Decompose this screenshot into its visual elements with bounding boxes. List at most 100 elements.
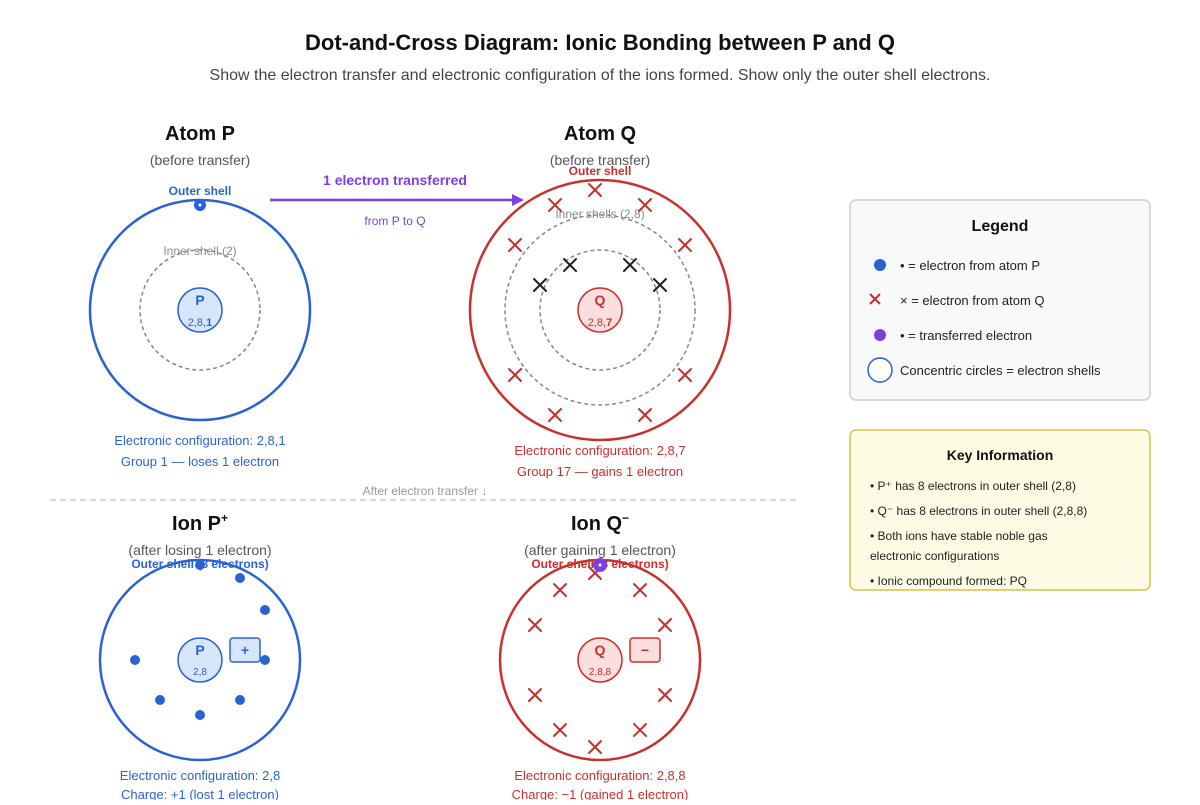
- atom-q-config-text: Electronic configuration: 2,8,7: [514, 443, 685, 458]
- outer-electron-cross: [588, 183, 602, 197]
- outer-electron-cross: [633, 723, 647, 737]
- ion-q-outer-electrons: [528, 566, 672, 754]
- atom-p-nucleus-config: 2,8,1: [188, 317, 212, 329]
- atom-q-middle-shell: [504, 214, 696, 406]
- key-info-line: • Ionic compound formed: PQ: [870, 574, 1027, 588]
- atom-p-diagram: Atom P (before transfer) Outer shell Inn…: [88, 123, 312, 469]
- atom-q-diagram: Atom Q (before transfer) Outer shell Inn…: [468, 123, 732, 479]
- ion-p-nucleus: [177, 637, 223, 683]
- legend-box: Legend • = electron from atom P × = elec…: [849, 199, 1151, 401]
- atom-q-inner-shell: [539, 249, 661, 371]
- ion-p-charge-box: [229, 637, 261, 663]
- ion-q-title: Ion Q−: [571, 511, 629, 535]
- inner-electron-cross: [563, 258, 577, 272]
- ion-q-config-text: Electronic configuration: 2,8,8: [514, 768, 685, 783]
- ion-p-diagram: Ion P+ (after losing 1 electron) Outer s…: [98, 511, 302, 802]
- red-cross-icon: [869, 293, 881, 305]
- outer-electron-cross: [548, 408, 562, 422]
- outer-electron-cross: [528, 688, 542, 702]
- atom-p-inner-label: Inner shell (2): [163, 244, 236, 258]
- ion-p-charge-text: Charge: +1 (lost 1 electron): [121, 787, 279, 800]
- atom-q-inner-electrons: [533, 258, 667, 292]
- ion-q-transferred-electron: [593, 558, 607, 572]
- atom-q-title: Atom Q: [564, 123, 636, 145]
- outer-electron-cross: [528, 618, 542, 632]
- page-title: Dot-and-Cross Diagram: Ionic Bonding bet…: [305, 30, 895, 55]
- atom-q-group-text: Group 17 — gains 1 electron: [517, 464, 683, 479]
- atom-p-outer-electron: [194, 199, 206, 211]
- ion-p-title: Ion P+: [172, 511, 228, 535]
- divider-label: After electron transfer ↓: [363, 484, 488, 498]
- ion-p-nucleus-symbol: P: [195, 642, 204, 658]
- purple-dot-icon: [874, 329, 886, 341]
- atom-q-outer-electrons: [508, 183, 692, 422]
- outer-electron-dot: [235, 695, 245, 705]
- atom-q-inner-label: Inner shells (2,8): [555, 207, 644, 221]
- outer-electron-cross: [508, 238, 522, 252]
- outer-electron-cross: [588, 740, 602, 754]
- ion-q-diagram: Ion Q− (after gaining 1 electron) Outer …: [498, 511, 702, 802]
- atom-p-outer-label: Outer shell: [169, 184, 232, 198]
- legend-item-label: • = transferred electron: [900, 328, 1032, 343]
- atom-q-nucleus-symbol: Q: [595, 292, 606, 308]
- key-info-line: electronic configurations: [870, 549, 999, 563]
- blue-dot-icon: [874, 259, 886, 271]
- ion-p-config-text: Electronic configuration: 2,8: [120, 768, 280, 783]
- outer-electron-dot: [155, 695, 165, 705]
- atom-p-inner-shell: [139, 249, 261, 371]
- outer-electron-cross: [638, 408, 652, 422]
- ion-p-charge-symbol: +: [241, 642, 249, 658]
- outer-electron-dot: [260, 655, 270, 665]
- key-info-box: Key Information • P⁺ has 8 electrons in …: [849, 429, 1151, 591]
- shell-circle-icon: [867, 357, 893, 383]
- atom-q-nucleus-config: 2,8,7: [588, 317, 612, 329]
- outer-electron-cross: [553, 723, 567, 737]
- ion-q-nucleus-symbol: Q: [595, 642, 606, 658]
- ion-p-nucleus-config: 2,8: [193, 667, 207, 678]
- outer-electron-dot: [130, 655, 140, 665]
- ion-q-charge-symbol: −: [641, 642, 649, 658]
- outer-electron-cross: [658, 618, 672, 632]
- outer-electron-dot: [195, 560, 205, 570]
- ion-q-nucleus: [577, 637, 623, 683]
- outer-electron-cross: [633, 583, 647, 597]
- outer-electron-cross: [678, 368, 692, 382]
- ion-q-subtitle: (after gaining 1 electron): [524, 542, 676, 558]
- inner-electron-cross: [533, 278, 547, 292]
- inner-electron-cross: [623, 258, 637, 272]
- outer-electron-cross: [658, 688, 672, 702]
- atom-p-group-text: Group 1 — loses 1 electron: [121, 454, 279, 469]
- outer-electron-dot: [235, 573, 245, 583]
- outer-electron-cross: [553, 583, 567, 597]
- outer-electron-cross: [508, 368, 522, 382]
- outer-electron-dot: [260, 605, 270, 615]
- key-info-line: • P⁺ has 8 electrons in outer shell (2,8…: [870, 479, 1076, 493]
- atom-p-nucleus: [177, 287, 223, 333]
- atom-q-nucleus: [577, 287, 623, 333]
- ion-q-charge-box: [629, 637, 661, 663]
- outer-electron-cross: [638, 198, 652, 212]
- atom-q-outer-label: Outer shell: [569, 164, 632, 178]
- atom-p-title: Atom P: [165, 123, 235, 145]
- atom-q-subtitle: (before transfer): [550, 152, 650, 168]
- atom-p-config-text: Electronic configuration: 2,8,1: [114, 433, 285, 448]
- key-info-title: Key Information: [947, 447, 1054, 463]
- page-subtitle: Show the electron transfer and electroni…: [210, 67, 991, 84]
- outer-electron-cross: [678, 238, 692, 252]
- key-info-line: • Q⁻ has 8 electrons in outer shell (2,8…: [870, 504, 1087, 518]
- legend-item-label: × = electron from atom Q: [900, 293, 1045, 308]
- atom-q-outer-shell: [468, 178, 732, 442]
- ion-p-outer-electrons: [130, 560, 270, 720]
- inner-electron-cross: [653, 278, 667, 292]
- legend-item-label: • = electron from atom P: [900, 258, 1040, 273]
- atom-p-subtitle: (before transfer): [150, 152, 250, 168]
- legend-item-label: Concentric circles = electron shells: [900, 363, 1101, 378]
- transfer-label: 1 electron transferred: [323, 172, 467, 188]
- transfer-arrow: 1 electron transferred from P to Q: [270, 172, 524, 228]
- legend-title: Legend: [972, 218, 1029, 235]
- transfer-sublabel: from P to Q: [364, 214, 425, 228]
- ion-q-nucleus-config: 2,8,8: [589, 667, 612, 678]
- atom-p-nucleus-symbol: P: [195, 292, 204, 308]
- outer-electron-cross: [548, 198, 562, 212]
